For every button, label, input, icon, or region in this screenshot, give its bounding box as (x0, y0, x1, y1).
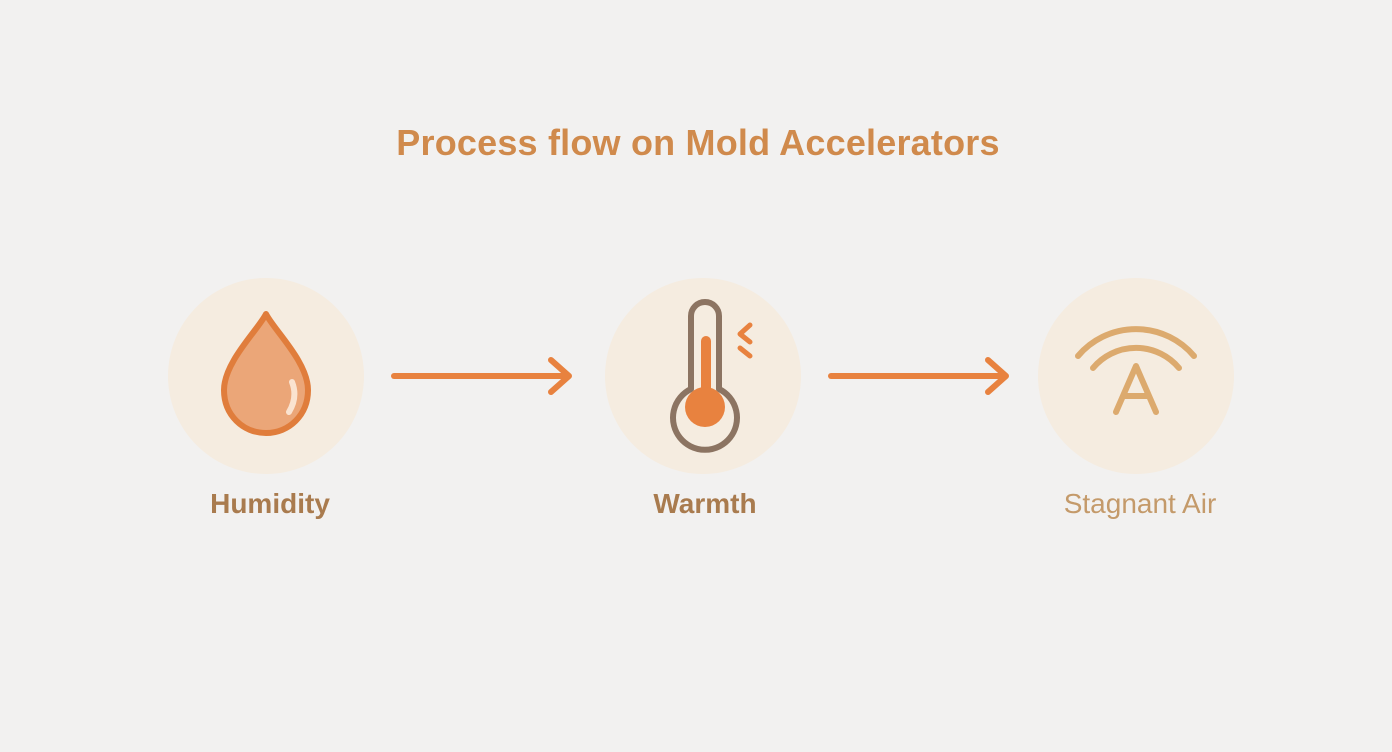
flow-arrow-1 (391, 357, 572, 395)
stagnant-air-label: Stagnant Air (1063, 488, 1217, 519)
humidity-label: Humidity (210, 488, 330, 519)
air-signal-icon (1075, 326, 1197, 415)
warmth-label: Warmth (653, 488, 757, 519)
thermometer-icon (670, 299, 753, 453)
water-drop-icon (221, 311, 311, 436)
warmth-node (605, 278, 801, 474)
humidity-node (168, 278, 364, 474)
stagnant-air-node (1038, 278, 1234, 474)
diagram-title: Process flow on Mold Accelerators (396, 122, 1000, 163)
flow-arrow-2 (828, 357, 1009, 395)
